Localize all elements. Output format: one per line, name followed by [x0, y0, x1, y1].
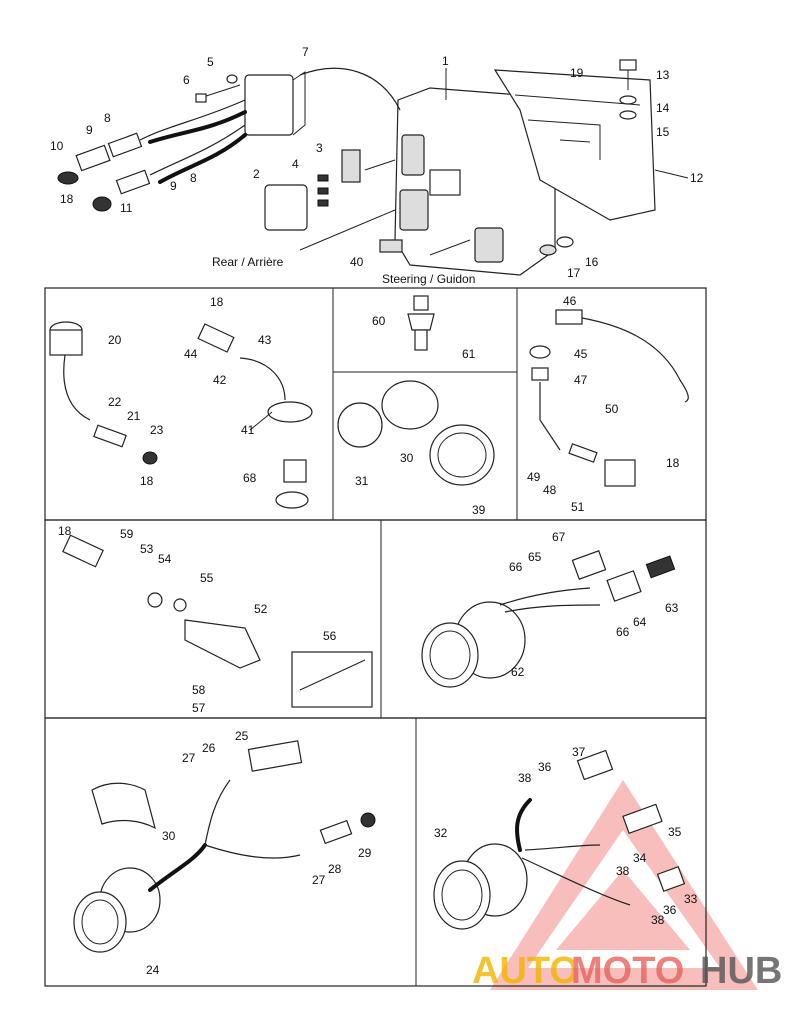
callout-56: 56: [323, 629, 337, 643]
watermark-auto: AUTO: [472, 950, 579, 992]
watermark-moto: MOTO: [571, 950, 684, 992]
callout-13: 13: [656, 68, 670, 82]
callout-15: 15: [656, 125, 670, 139]
callout-44: 44: [184, 347, 198, 361]
callout-41: 41: [241, 423, 255, 437]
callout-19: 19: [570, 66, 584, 80]
callout-27-b: 27: [312, 873, 326, 887]
callout-52: 52: [254, 602, 268, 616]
callout-9: 9: [86, 123, 93, 137]
callout-46: 46: [563, 294, 577, 308]
callout-64: 64: [633, 615, 647, 629]
callout-34: 34: [633, 851, 647, 865]
callout-39: 39: [472, 503, 486, 517]
section-row-3: 18 59 53 54 55 52 56 58 57 67 65 66 63 6…: [44, 519, 707, 719]
ecu-assembly: [57, 59, 656, 276]
callout-8: 8: [104, 111, 111, 125]
callout-67: 67: [552, 530, 566, 544]
callout-37: 37: [572, 745, 586, 759]
callout-42: 42: [213, 373, 227, 387]
callout-63: 63: [665, 601, 679, 615]
callout-53: 53: [140, 542, 154, 556]
callout-18-top: 18: [60, 192, 74, 206]
callout-6: 6: [183, 73, 190, 87]
watermark-hub: HUB: [700, 950, 782, 992]
callout-31: 31: [355, 474, 369, 488]
callout-40: 40: [350, 255, 364, 269]
callout-30: 30: [400, 451, 414, 465]
callout-18-b: 18: [210, 295, 224, 309]
callout-38-b: 38: [616, 864, 630, 878]
watermark-text: AUTO MOTO HUB: [472, 950, 782, 992]
callout-43: 43: [258, 333, 272, 347]
callout-21: 21: [127, 409, 141, 423]
callout-49: 49: [527, 470, 541, 484]
callout-10: 10: [50, 139, 64, 153]
callout-20: 20: [108, 333, 122, 347]
callout-30: 30: [162, 829, 176, 843]
callout-68: 68: [243, 471, 257, 485]
callout-18-d: 18: [58, 524, 72, 538]
caption-rear: Rear / Arrière: [212, 255, 284, 269]
callout-14: 14: [656, 101, 670, 115]
watermark-logo: [490, 780, 758, 990]
callout-59: 59: [120, 527, 134, 541]
callout-16: 16: [585, 255, 599, 269]
callout-12: 12: [690, 171, 704, 185]
callout-23: 23: [150, 423, 164, 437]
callout-1: 1: [442, 54, 449, 68]
callout-33: 33: [684, 892, 698, 906]
callout-2: 2: [253, 167, 260, 181]
callout-8b: 8: [190, 171, 197, 185]
callout-24: 24: [146, 963, 160, 977]
callout-57: 57: [192, 701, 206, 715]
callout-25: 25: [235, 729, 249, 743]
callout-38-c: 38: [651, 913, 665, 927]
section-row-2: 20 22 21 23 18 18 43 44 42 41 68 60 61 3…: [44, 287, 707, 521]
callout-28: 28: [328, 862, 342, 876]
callout-18-c: 18: [666, 456, 680, 470]
callout-62: 62: [511, 665, 525, 679]
callout-51: 51: [571, 500, 585, 514]
callout-29: 29: [358, 846, 372, 860]
callout-9b: 9: [170, 179, 177, 193]
callout-48: 48: [543, 483, 557, 497]
callout-47: 47: [574, 373, 588, 387]
callout-38-a: 38: [518, 771, 532, 785]
callout-36-b: 36: [663, 903, 677, 917]
callout-54: 54: [158, 552, 172, 566]
callout-55: 55: [200, 571, 214, 585]
callout-32: 32: [434, 826, 448, 840]
callout-4: 4: [292, 157, 299, 171]
callout-26: 26: [202, 741, 216, 755]
callout-18-a: 18: [140, 474, 154, 488]
callout-61: 61: [462, 347, 476, 361]
callout-36-a: 36: [538, 760, 552, 774]
callout-45: 45: [574, 347, 588, 361]
callout-66-b: 66: [616, 625, 630, 639]
callouts-top: 1 2 3 4 5 6 7 8 9 10 11 12 13 14 15 16 1…: [50, 45, 704, 286]
callout-35: 35: [668, 825, 682, 839]
callout-11: 11: [120, 201, 133, 215]
callout-60: 60: [372, 314, 386, 328]
section-row-4: 25 26 27 30 29 28 27 24 37 36 38 32 35 3…: [44, 717, 707, 987]
callout-58: 58: [192, 683, 206, 697]
callout-7: 7: [302, 45, 309, 59]
callout-17: 17: [567, 266, 581, 280]
callout-5: 5: [207, 55, 214, 69]
callout-3: 3: [316, 141, 323, 155]
callout-27-a: 27: [182, 751, 196, 765]
callout-22: 22: [108, 395, 122, 409]
callout-66-a: 66: [509, 560, 523, 574]
caption-steering: Steering / Guidon: [382, 272, 475, 286]
callout-65: 65: [528, 550, 542, 564]
callout-50: 50: [605, 402, 619, 416]
